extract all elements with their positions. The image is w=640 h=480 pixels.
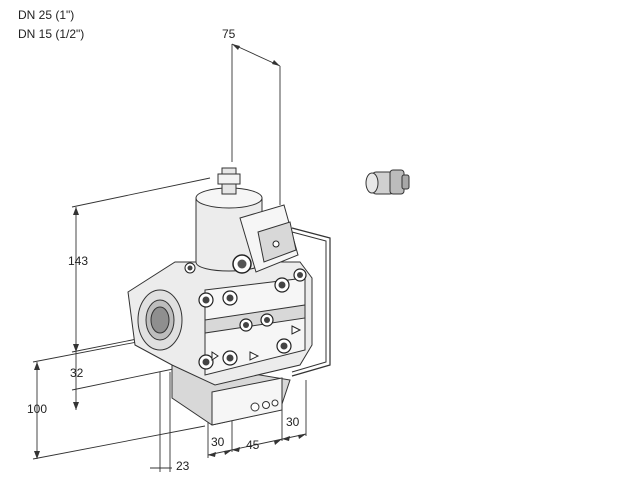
cable-gland — [365, 169, 410, 195]
flow-arrow-left-icon — [211, 351, 219, 361]
spec-line-dn25: DN 25 (1") — [18, 8, 75, 22]
dim-bottom-arrow-6 — [298, 434, 306, 439]
gland-opening — [365, 172, 379, 194]
dim-label-143: 143 — [68, 254, 88, 268]
gland-thread — [401, 174, 410, 190]
dim-100-arrow-top — [34, 362, 40, 370]
dim-label-100: 100 — [27, 402, 47, 416]
bottom-port-3 — [271, 399, 279, 407]
screw-2-head — [226, 294, 234, 302]
dim-100-arrow-bottom — [34, 451, 40, 459]
valve-body — [127, 167, 331, 426]
screw-5-head — [202, 358, 210, 366]
inlet-port-thread — [150, 306, 170, 334]
dim-75-arrow-left — [232, 44, 240, 50]
valve-mid-band — [204, 304, 306, 334]
dim-100-extension-bottom — [32, 425, 206, 460]
cable-outer — [291, 227, 331, 377]
spec-line-dn15: DN 15 (1/2") — [18, 27, 85, 41]
dim-32-extension — [71, 367, 179, 391]
dim-bottom-arrow-5 — [282, 436, 290, 441]
screw-8-head — [243, 322, 249, 328]
screw-10-head — [187, 265, 193, 271]
flow-arrow-lower-icon — [249, 351, 260, 361]
dim-bottom-arrow-2 — [224, 450, 232, 455]
dim-bottom-arrow-4 — [274, 439, 282, 445]
screw-6-head — [226, 354, 234, 362]
bottom-port-2 — [262, 401, 270, 409]
dim-bottom-arrow-1 — [208, 452, 216, 457]
solenoid-nut — [217, 173, 241, 185]
screw-4-head — [297, 272, 303, 278]
dim-label-30-left: 30 — [211, 435, 225, 449]
dim-label-30-right: 30 — [286, 415, 300, 429]
screw-7-head — [280, 342, 288, 350]
screw-9-head — [264, 317, 270, 323]
dimension-labels: 75 143 32 100 23 30 45 30 — [27, 27, 300, 473]
dim-label-32: 32 — [70, 366, 84, 380]
connector-screw — [272, 240, 280, 248]
dim-32-arrow — [73, 402, 79, 410]
screw-3-head — [278, 281, 286, 289]
dim-75-line — [231, 43, 281, 67]
housing-screws — [184, 262, 307, 370]
dim-label-75: 75 — [222, 27, 236, 41]
bottom-port-1 — [250, 402, 260, 412]
valve-bottom-front — [211, 377, 283, 426]
dim-143-arrow-top — [73, 207, 79, 215]
dim-143-extension-top — [71, 177, 211, 208]
dim-label-45: 45 — [246, 438, 260, 452]
dim-label-23: 23 — [176, 459, 190, 473]
cable-inner — [291, 231, 327, 373]
dim-bottom-arrow-3 — [232, 447, 240, 452]
screw-1-head — [202, 296, 210, 304]
dim-143-arrow-bottom — [73, 344, 79, 352]
flow-arrow-right-icon — [291, 325, 302, 335]
dim-75-arrow-right — [272, 60, 280, 66]
coil-plug-screw-head — [237, 259, 247, 269]
